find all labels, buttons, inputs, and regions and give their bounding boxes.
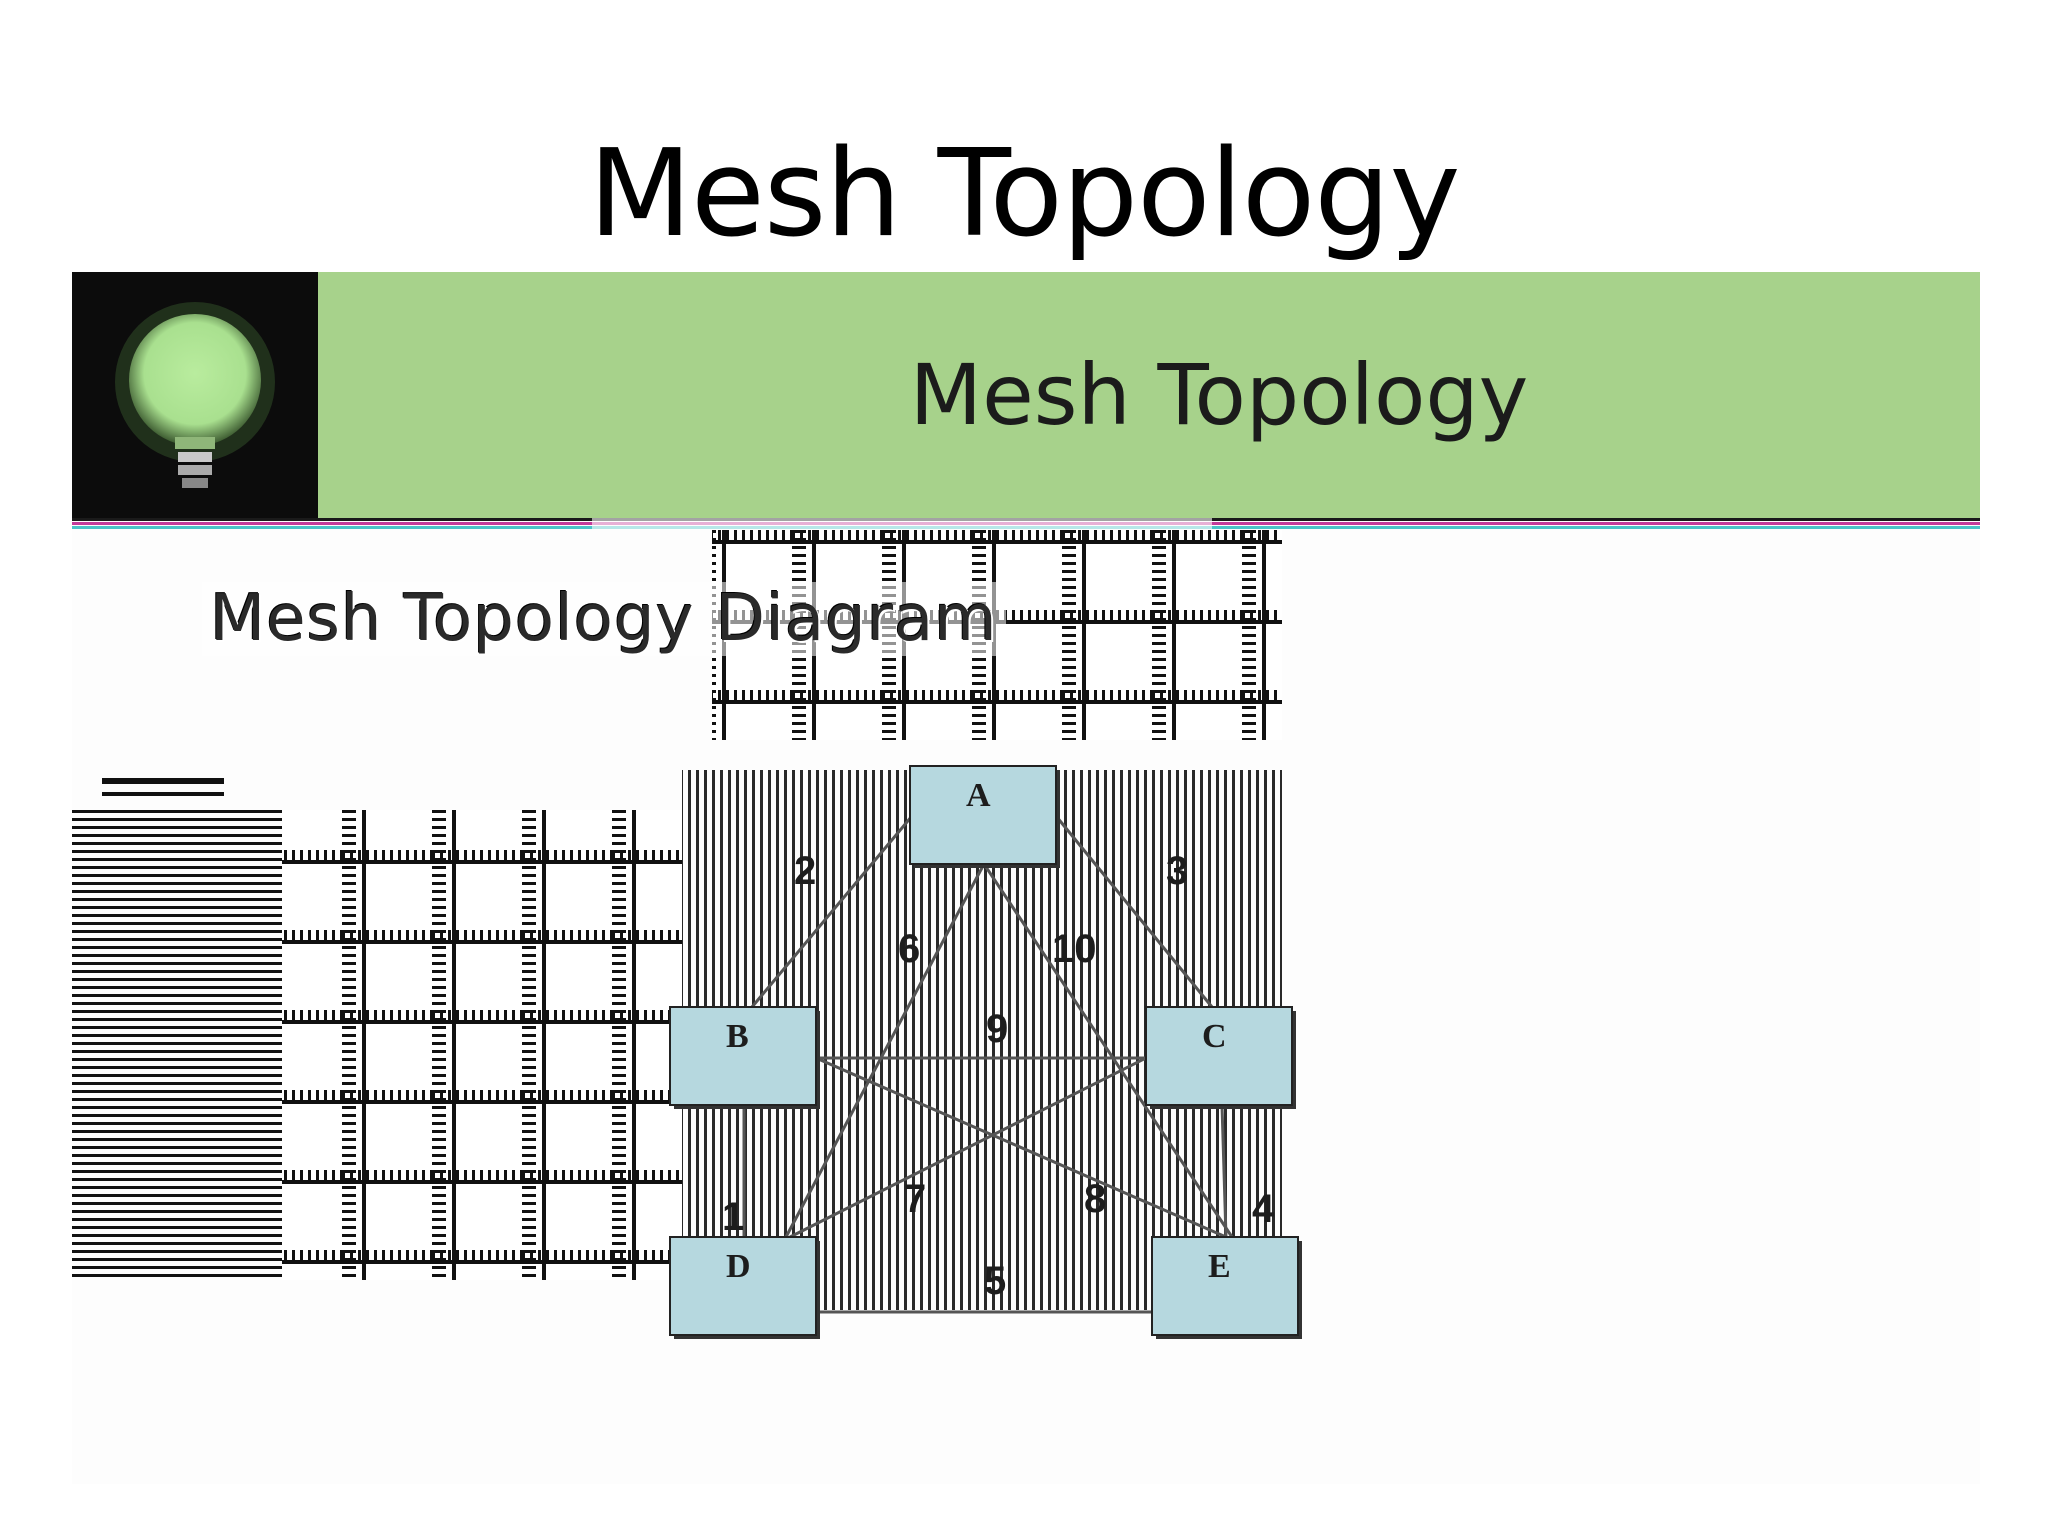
node-d: D — [669, 1236, 820, 1339]
node-box-e — [1151, 1236, 1299, 1336]
diagram-caption: Mesh Topology Diagram — [202, 582, 1006, 656]
edge-label-3: 3 — [1166, 849, 1188, 893]
edge-label-1: 1 — [722, 1195, 744, 1239]
edge-label-8: 8 — [1084, 1177, 1106, 1221]
slide-title: Mesh Topology — [588, 125, 1461, 264]
node-c: C — [1145, 1006, 1296, 1109]
edge-label-5: 5 — [984, 1259, 1006, 1303]
figure-banner: Mesh Topology — [318, 272, 1980, 518]
banner-divider — [72, 518, 1980, 530]
halftone-background — [72, 530, 1282, 1310]
edge-label-2: 2 — [794, 849, 816, 893]
node-label-e: E — [1208, 1248, 1231, 1285]
edge-c-d — [789, 1056, 1147, 1239]
node-box-c — [1145, 1006, 1293, 1106]
edge-label-10: 10 — [1052, 927, 1097, 971]
node-box-a — [909, 765, 1057, 865]
edge-a-e — [982, 863, 1234, 1238]
edge-label-4: 4 — [1252, 1187, 1275, 1231]
lightbulb-icon — [115, 302, 275, 488]
edge-label-6: 6 — [898, 927, 920, 971]
edge-b-e — [815, 1056, 1227, 1239]
node-label-c: C — [1202, 1018, 1227, 1055]
edge-label-9: 9 — [986, 1007, 1008, 1051]
edge-a-c — [1054, 815, 1214, 1008]
node-a: A — [909, 765, 1060, 868]
mesh-diagram: 1 2 3 4 5 6 7 8 9 10 A B C D E — [669, 765, 1302, 1339]
node-box-d — [669, 1236, 817, 1336]
node-box-b — [669, 1006, 817, 1106]
edge-c-e — [1220, 1104, 1228, 1238]
banner-logo-panel — [72, 272, 318, 518]
mesh-topology-figure: Mesh Topology — [72, 272, 1980, 1484]
edge-label-7: 7 — [904, 1177, 926, 1221]
node-label-d: D — [726, 1248, 751, 1285]
edge-a-d — [784, 863, 986, 1238]
node-label-b: B — [726, 1018, 749, 1055]
node-e: E — [1151, 1236, 1302, 1339]
node-b: B — [669, 1006, 820, 1109]
edge-a-b — [750, 815, 914, 1008]
banner-title: Mesh Topology — [909, 346, 1529, 444]
node-label-a: A — [966, 777, 991, 814]
